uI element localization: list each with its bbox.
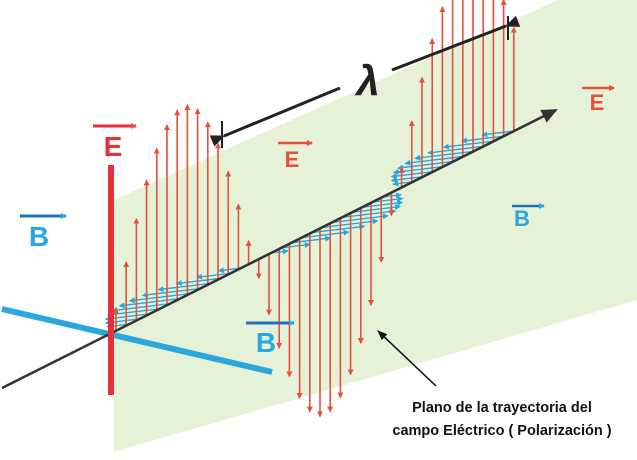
wavelength-arrow-left (209, 86, 341, 147)
polarization-plane (114, 0, 637, 452)
e-field-vectors (113, 0, 517, 418)
b-field-arrow (390, 176, 423, 183)
b-field-arrow (370, 196, 404, 203)
b-field-arrow (392, 180, 412, 187)
b-field-arrow (196, 272, 229, 280)
b-field-arrow (141, 288, 198, 298)
caption-line-1: Plano de la trayectoria del (412, 400, 592, 416)
b-field-arrow (397, 160, 453, 171)
propagation-axis (1, 108, 558, 390)
caption-pointer-arrow (377, 330, 437, 387)
b-label-left: B (29, 221, 49, 252)
b-label-right: B (514, 206, 530, 231)
b-field-arrow (111, 303, 168, 314)
wavelength-symbol: λ (354, 57, 379, 104)
b-field-arrow (481, 130, 514, 138)
b-field-arrow (340, 208, 397, 219)
polarization-plane-caption: Plano de la trayectoria del campo Eléctr… (372, 397, 632, 443)
wavelength-arrow-right (391, 15, 521, 72)
caption-line-2: campo Eléctrico ( Polarización ) (392, 423, 612, 439)
b-label-bottom: B (256, 327, 276, 358)
b-field-arrow (427, 145, 484, 156)
b-axis-bar (1, 306, 273, 375)
b-field-arrow (309, 223, 366, 234)
e-label-right: E (590, 90, 605, 115)
e-label-main: E (104, 131, 123, 162)
e-label-mid: E (285, 147, 300, 172)
